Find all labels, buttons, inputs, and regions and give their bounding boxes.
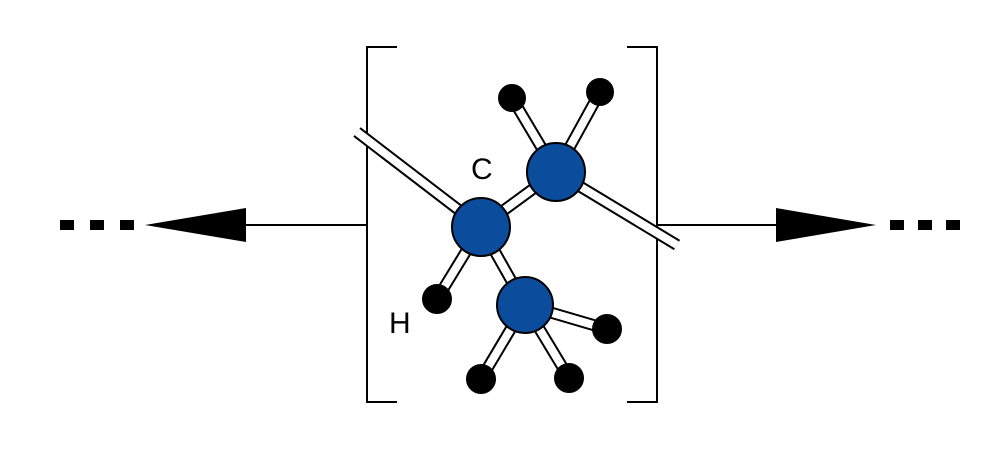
hydrogen-label: H <box>389 307 411 340</box>
hydrogen-atom <box>466 364 496 394</box>
carbon-atom <box>451 197 511 257</box>
hydrogen-atom <box>554 363 584 393</box>
atoms <box>422 78 622 394</box>
carbon-label: C <box>471 153 493 186</box>
hydrogen-atom <box>498 84 526 112</box>
hydrogen-atom <box>592 314 622 344</box>
right-bracket <box>627 46 658 403</box>
left-bracket <box>366 46 397 403</box>
carbon-atom <box>526 142 586 202</box>
left-arrowhead <box>145 208 246 242</box>
carbon-atom <box>496 276 554 334</box>
right-continuation-dots <box>890 220 960 230</box>
left-continuation-dots <box>60 220 134 230</box>
right-arrowhead <box>776 208 876 242</box>
hydrogen-atom <box>422 284 452 314</box>
hydrogen-atom <box>586 78 614 106</box>
